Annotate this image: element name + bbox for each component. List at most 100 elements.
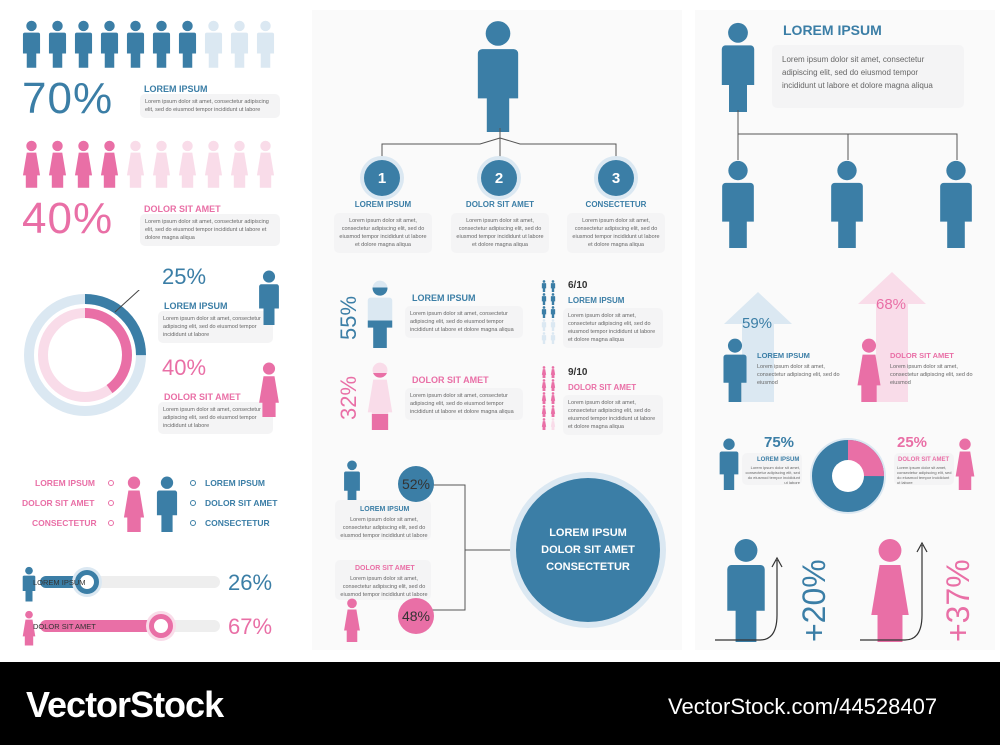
stat-title: LOREM IPSUM — [412, 293, 476, 303]
female-icon — [48, 140, 67, 188]
male-icon — [718, 22, 758, 112]
growth-value: +20% — [796, 559, 832, 642]
male-icon — [126, 20, 145, 68]
donut-box — [742, 453, 802, 485]
hierarchy-text: Lorem ipsum dolor sit amet, consectetur … — [772, 45, 964, 108]
male-icon — [152, 20, 171, 68]
legend-label: LOREM IPSUM — [205, 478, 265, 488]
legend-label: DOLOR SIT AMET — [22, 498, 95, 508]
stat-text: Lorem ipsum dolor sit amet, consectetur … — [405, 388, 523, 420]
stat-value: 70% — [22, 74, 114, 123]
ratio-value: 9/10 — [568, 367, 588, 378]
donut-value: 25% — [897, 434, 928, 451]
legend-dot — [108, 480, 114, 486]
ratio-icon-grid — [540, 366, 560, 430]
footer: VectorStock VectorStock.com/44528407 — [0, 662, 1000, 745]
arrow-up-icon — [858, 272, 926, 402]
donut-slice-pink — [812, 440, 884, 512]
male-icon — [22, 20, 41, 68]
legend-dot — [190, 500, 196, 506]
ratio-title: DOLOR SIT AMET — [568, 383, 637, 392]
growth-value: +37% — [940, 559, 976, 642]
female-icon — [22, 140, 41, 188]
donut-value: 75% — [764, 434, 795, 451]
bar-value: 26% — [228, 570, 273, 595]
footer-brand[interactable]: VectorStock — [26, 684, 224, 725]
male-icon — [718, 438, 740, 490]
step-title: CONSECTETUR — [585, 200, 647, 209]
ring-text: Lorem ipsum dolor sit amet, consectetur … — [158, 311, 273, 343]
ring-title: LOREM IPSUM — [164, 301, 228, 311]
male-icon — [828, 160, 866, 248]
male-icon — [549, 306, 557, 318]
stat-text: Lorem ipsum dolor sit amet, consectetur … — [140, 214, 280, 246]
center-line: CONSECTETUR — [546, 560, 630, 573]
center-circle: LOREM IPSUM DOLOR SIT AMET CONSECTETUR — [516, 478, 660, 622]
female-icon — [540, 379, 548, 391]
male-icon — [258, 270, 280, 325]
hierarchy-connectors — [737, 110, 958, 160]
center-line: LOREM IPSUM — [549, 526, 627, 539]
male-icon — [540, 306, 548, 318]
male-icon — [722, 338, 748, 402]
ring-arc-pink — [38, 308, 132, 402]
male-icon — [155, 476, 179, 532]
female-icon — [540, 392, 548, 404]
step-text: Lorem ipsum dolor sit amet, consectetur … — [334, 213, 432, 253]
ring-chart — [24, 290, 146, 416]
ratio-text: Lorem ipsum dolor sit amet, consectetur … — [563, 395, 663, 435]
footer-url[interactable]: VectorStock.com/44528407 — [668, 694, 938, 719]
male-icon — [549, 280, 557, 292]
male-icon — [474, 20, 522, 132]
legend-label: CONSECTETUR — [32, 518, 97, 528]
percent-badge: 48% — [398, 598, 434, 634]
female-icon — [256, 140, 275, 188]
male-icon — [540, 332, 548, 344]
male-icon — [230, 20, 249, 68]
ratio-title: LOREM IPSUM — [568, 296, 625, 305]
ratio-icon-grid — [540, 280, 560, 344]
male-icon — [343, 460, 361, 504]
growth-arrow-icon — [860, 541, 928, 641]
female-icon — [549, 379, 557, 391]
male-icon — [540, 293, 548, 305]
split-connectors — [430, 484, 515, 611]
arrow-text: Lorem ipsum dolor sit amet, consectetur … — [890, 364, 973, 386]
legend-label: LOREM IPSUM — [35, 478, 95, 488]
female-icon — [343, 598, 361, 642]
male-icon — [256, 20, 275, 68]
center-line: DOLOR SIT AMET — [541, 543, 635, 556]
legend-dot — [190, 480, 196, 486]
step-text: Lorem ipsum dolor sit amet, consectetur … — [567, 213, 665, 253]
female-icon — [366, 362, 394, 430]
step-text: Lorem ipsum dolor sit amet, consectetur … — [451, 213, 549, 253]
stat-value: 40% — [22, 194, 114, 243]
percent-badge: 52% — [398, 466, 434, 502]
ring-value: 40% — [162, 355, 207, 380]
stat-text: Lorem ipsum dolor sit amet, consectetur … — [140, 94, 280, 118]
bar-value: 67% — [228, 614, 273, 639]
ring-arc-blue — [24, 294, 146, 416]
donut-title: DOLOR SIT AMET — [898, 457, 950, 463]
arrow-title: DOLOR SIT AMET — [890, 351, 954, 360]
stat-title: DOLOR SIT AMET — [144, 204, 221, 214]
arrow-value: 68% — [876, 296, 907, 313]
split-title: LOREM IPSUM — [360, 506, 410, 513]
ring-value: 25% — [162, 264, 207, 289]
stat-title: DOLOR SIT AMET — [412, 375, 489, 385]
female-icon — [549, 418, 557, 430]
donut-text: Lorem ipsum dolor sit amet, consectetur … — [745, 465, 800, 485]
male-icon — [100, 20, 119, 68]
male-icon — [540, 319, 548, 331]
female-icon — [74, 140, 93, 188]
male-icon — [549, 293, 557, 305]
female-icon — [855, 338, 883, 402]
step-badge: 3 — [598, 160, 634, 196]
arrow-text: Lorem ipsum dolor sit amet, consectetur … — [757, 364, 840, 386]
hierarchy-title: LOREM IPSUM — [783, 22, 882, 38]
female-icon — [152, 140, 171, 188]
stat-title: LOREM IPSUM — [144, 84, 208, 94]
arrow-up-icon — [724, 292, 792, 402]
split-text: Lorem ipsum dolor sit amet, consectetur … — [340, 576, 428, 598]
donut-chart — [810, 438, 886, 514]
